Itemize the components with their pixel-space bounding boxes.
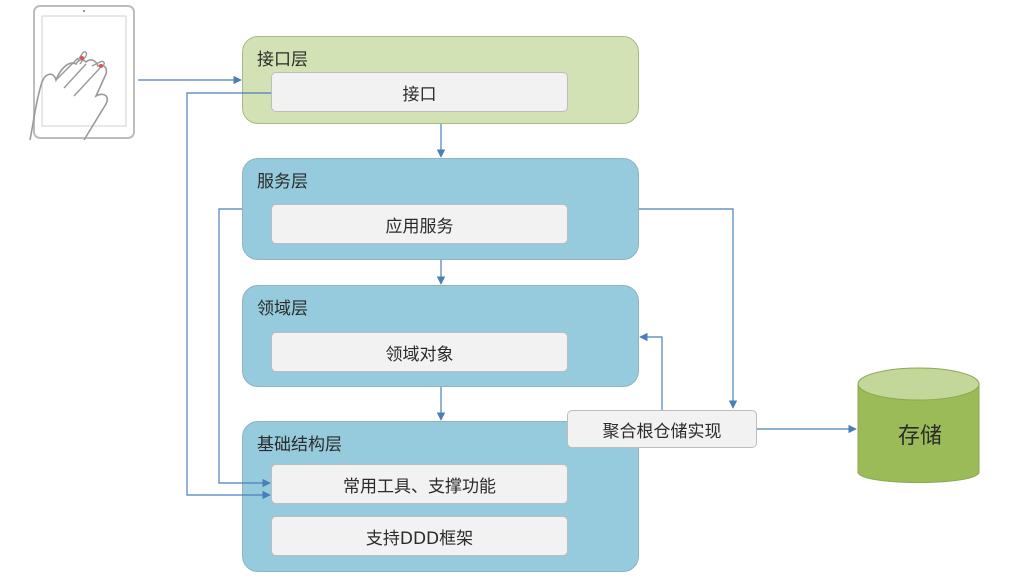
arrow-service-to-tools [218,208,271,488]
interface-box: 接口 [271,72,568,112]
domain-layer-title: 领域层 [257,299,308,319]
aggregate-root-repository-box: 聚合根仓储实现 [567,410,757,448]
arrow-repository-to-domain [639,332,663,410]
service-layer-title: 服务层 [257,172,308,192]
domain-object-box: 领域对象 [271,332,568,372]
storage-cylinder-icon [857,367,980,483]
common-tools-box: 常用工具、支撑功能 [271,464,568,504]
arrow-interface-to-tools [186,92,271,500]
tablet-touch-icon [29,5,135,141]
interface-layer-title: 接口层 [257,50,308,70]
service-layer: 服务层 应用服务 [242,158,639,260]
application-service-box: 应用服务 [271,204,568,244]
interface-layer: 接口层 接口 [242,36,639,124]
arrow-service-to-repository [639,208,738,409]
storage-label: 存储 [897,424,942,449]
infrastructure-layer-title: 基础结构层 [257,435,342,455]
domain-layer: 领域层 领域对象 [242,285,639,387]
ddd-framework-box: 支持DDD框架 [271,516,568,556]
